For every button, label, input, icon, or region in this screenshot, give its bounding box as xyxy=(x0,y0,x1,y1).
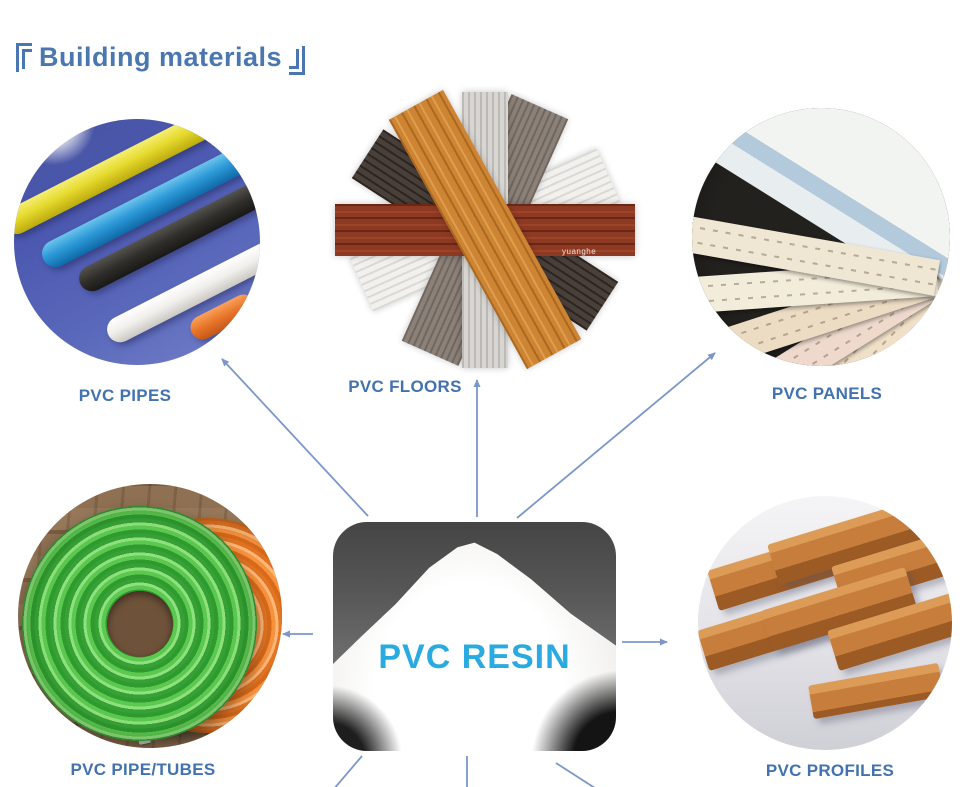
pvc-pipes-label: PVC PIPES xyxy=(78,386,172,405)
corner-bracket-close-icon xyxy=(289,46,306,75)
arrow-down-left xyxy=(334,755,363,787)
pvc-pipe-tubes-label: PVC PIPE/TUBES xyxy=(70,760,216,779)
pvc-pipes-photo xyxy=(14,119,260,365)
arrow-to-pvc-panels xyxy=(516,352,716,519)
green-hose-coil xyxy=(22,506,257,741)
wood-profile xyxy=(808,662,944,720)
arrow-down-right xyxy=(555,762,595,787)
coil-hole xyxy=(106,590,173,657)
photo-dark-corners xyxy=(333,522,616,751)
photo-watermark: yuanghe xyxy=(562,247,597,256)
pvc-resin-label: PVC RESIN xyxy=(378,638,571,676)
pvc-profiles-photo xyxy=(698,496,952,750)
pvc-profiles-label: PVC PROFILES xyxy=(765,761,895,780)
pvc-floors-label: PVC FLOORS xyxy=(348,377,462,396)
pvc-floors-photo: yuanghe xyxy=(330,89,640,370)
pvc-pipe-tubes-photo xyxy=(18,484,282,748)
page-title: Building materials xyxy=(16,40,306,75)
pvc-panels-photo xyxy=(692,108,950,366)
pvc-resin-photo: PVC RESIN xyxy=(333,522,616,751)
pvc-panels-label: PVC PANELS xyxy=(771,384,883,403)
page-title-text: Building materials xyxy=(39,42,283,72)
corner-bracket-open-icon xyxy=(16,43,32,72)
